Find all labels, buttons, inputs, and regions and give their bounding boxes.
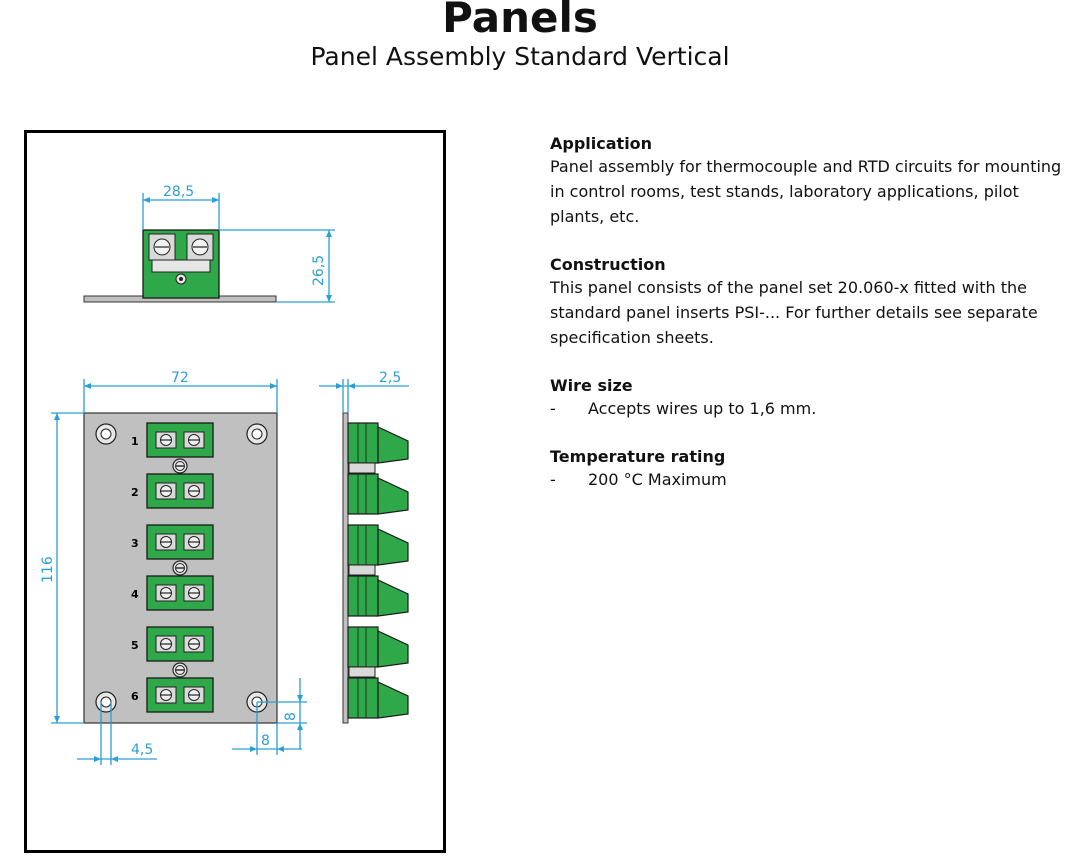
wire-size-bullet: - Accepts wires up to 1,6 mm. — [550, 396, 1085, 421]
dim-hole-offset-right-label: 8 — [261, 733, 270, 749]
bullet-dash: - — [550, 399, 556, 418]
mount-hole-top-left — [95, 423, 117, 445]
channel-label-2: 2 — [131, 486, 139, 499]
mount-hole-bottom-left — [95, 691, 117, 713]
spec-text: Application Panel assembly for thermocou… — [550, 134, 1085, 518]
dimension-hole-offset-x: 4,5 — [77, 702, 157, 765]
page-subtitle: Panel Assembly Standard Vertical — [310, 42, 730, 71]
dim-top-height-label: 26,5 — [311, 255, 327, 286]
channel-label-3: 3 — [131, 537, 139, 550]
dim-hole-offset-bottom-label: 8 — [283, 712, 299, 721]
wire-size-heading: Wire size — [550, 376, 633, 395]
mount-hole-top-right — [246, 423, 268, 445]
bullet-dash: - — [550, 470, 556, 489]
dimension-top-height: 26,5 — [219, 229, 335, 303]
dimension-front-height: 116 — [40, 412, 84, 724]
construction-line-1: This panel consists of the panel set 20.… — [550, 278, 1027, 297]
side-view — [342, 412, 409, 724]
wire-size-text: Accepts wires up to 1,6 mm. — [588, 399, 817, 418]
temperature-heading: Temperature rating — [550, 447, 726, 466]
channel-label-1: 1 — [131, 435, 139, 448]
dimension-front-width: 72 — [83, 370, 278, 413]
dim-top-width-label: 28,5 — [163, 184, 194, 200]
section-temperature: Temperature rating - 200 °C Maximum — [550, 447, 1085, 492]
dim-front-height-label: 116 — [40, 556, 56, 583]
dimension-side-thickness: 2,5 — [319, 370, 409, 413]
channel-label-6: 6 — [131, 690, 139, 703]
temperature-bullet: - 200 °C Maximum — [550, 467, 1085, 492]
construction-heading: Construction — [550, 255, 666, 274]
application-line-2: in control rooms, test stands, laborator… — [550, 182, 1019, 201]
dimension-top-width: 28,5 — [142, 184, 220, 230]
drawing-svg: 1 2 3 4 5 6 28,5 — [40, 184, 409, 765]
application-heading: Application — [550, 134, 653, 153]
technical-drawing: 1 2 3 4 5 6 28,5 — [24, 130, 446, 853]
temperature-text: 200 °C Maximum — [588, 470, 727, 489]
application-line-3: plants, etc. — [550, 207, 640, 226]
dim-front-width-label: 72 — [171, 370, 189, 386]
section-construction: Construction This panel consists of the … — [550, 255, 1085, 350]
dim-hole-offset-x-label: 4,5 — [131, 742, 153, 758]
page-title: Panels — [442, 0, 598, 42]
construction-line-2: standard panel inserts PSI-... For furth… — [550, 303, 1038, 322]
front-view: 1 2 3 4 5 6 — [83, 412, 278, 724]
section-application: Application Panel assembly for thermocou… — [550, 134, 1085, 229]
top-view — [83, 229, 277, 303]
channel-label-4: 4 — [131, 588, 139, 601]
dimension-hole-offset-bottom: 8 — [257, 678, 307, 749]
section-wire-size: Wire size - Accepts wires up to 1,6 mm. — [550, 376, 1085, 421]
dimension-hole-offset-right: 8 — [232, 702, 302, 755]
construction-line-3: specification sheets. — [550, 328, 714, 347]
channel-label-5: 5 — [131, 639, 139, 652]
dim-side-thickness-label: 2,5 — [379, 370, 401, 386]
application-line-1: Panel assembly for thermocouple and RTD … — [550, 157, 1062, 176]
